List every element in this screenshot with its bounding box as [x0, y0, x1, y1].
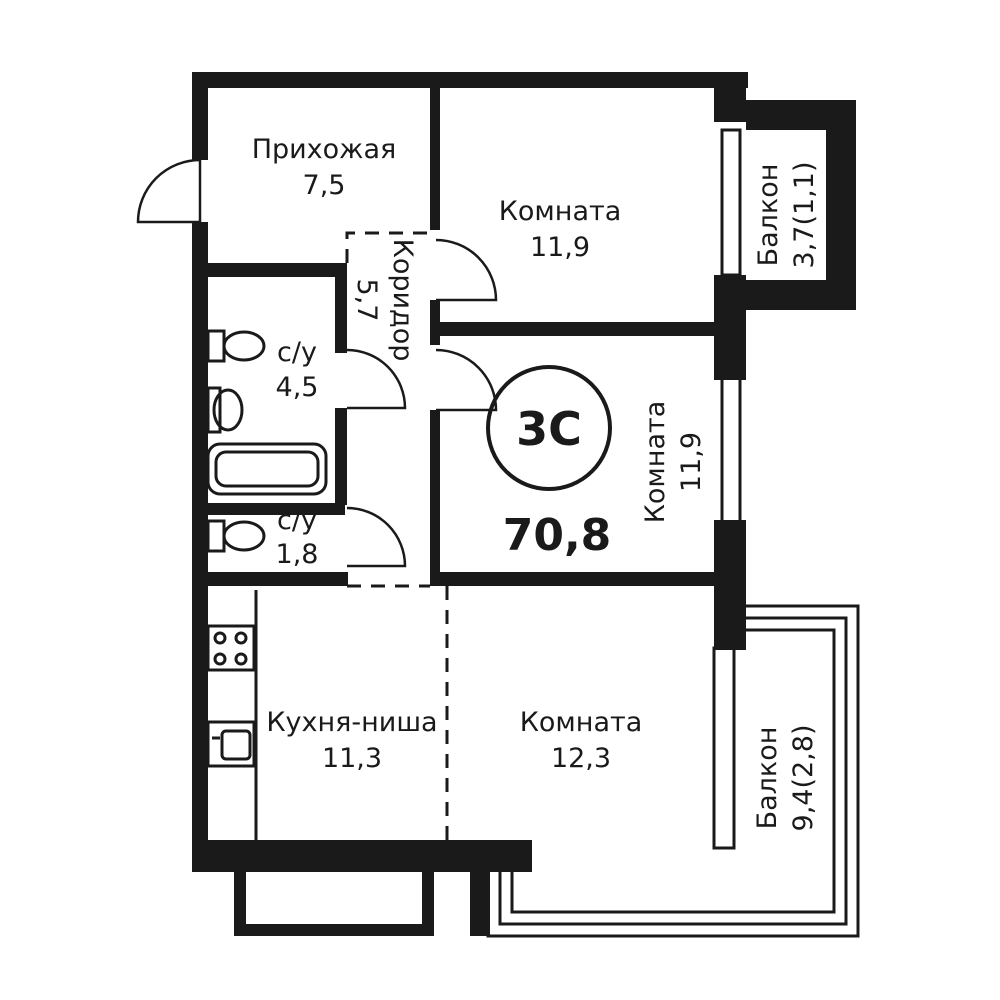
room-area: 1,8	[276, 539, 319, 570]
doors	[136, 158, 498, 568]
outer-walls	[192, 72, 748, 872]
open-boundaries	[345, 231, 449, 840]
room-name: Кухня-ниша	[266, 707, 437, 738]
total-area: 70,8	[503, 510, 612, 561]
room-name: Балкон	[753, 164, 784, 267]
sink-icon	[206, 386, 244, 434]
kitchen-sink-icon	[206, 720, 256, 768]
interior-walls	[200, 80, 720, 586]
room-name: с/у	[277, 337, 317, 368]
room-area: 4,5	[276, 372, 319, 403]
room-area: 11,3	[322, 743, 382, 774]
room-area: 9,4(2,8)	[788, 725, 819, 832]
apartment-type-label: 3С	[516, 402, 582, 456]
toilet-icon	[206, 329, 266, 363]
room-area: 12,3	[551, 743, 611, 774]
bathtub-icon	[206, 442, 328, 496]
room-name: Комната	[499, 196, 622, 227]
room-area: 3,7(1,1)	[789, 162, 820, 269]
windows	[260, 128, 742, 862]
room-name: Комната	[640, 401, 671, 524]
room-name: Комната	[520, 707, 643, 738]
room-area: 11,9	[676, 432, 707, 492]
balcony-bottom	[470, 604, 860, 938]
balcony-bottom-left	[234, 872, 434, 936]
room-name: Балкон	[752, 727, 783, 830]
room-area: 11,9	[530, 232, 590, 263]
stove-icon	[206, 624, 256, 672]
room-area: 7,5	[303, 170, 346, 201]
room-name: Прихожая	[252, 134, 397, 165]
toilet-icon	[206, 519, 266, 553]
room-area: 5,7	[351, 279, 382, 322]
room-name: Коридор	[387, 239, 418, 362]
apartment-type-badge	[486, 365, 612, 491]
room-name: с/у	[277, 505, 317, 536]
balcony-top	[746, 100, 856, 310]
